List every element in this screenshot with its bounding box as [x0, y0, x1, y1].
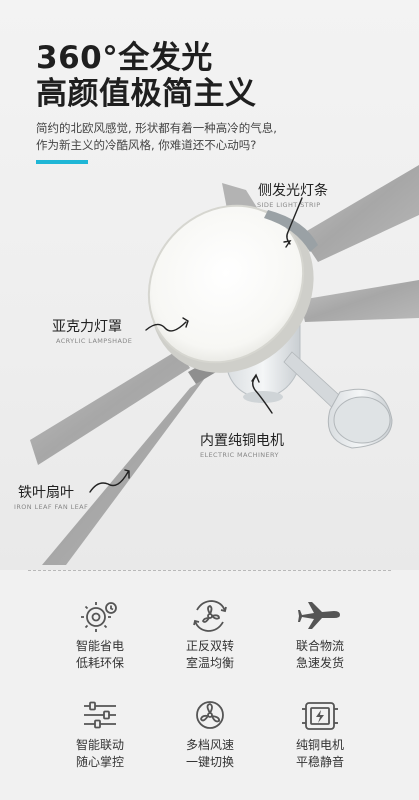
- fan-rotation-icon: [193, 600, 227, 632]
- description-line-1: 简约的北欧风感觉, 形状都有着一种高冷的气息,: [36, 121, 277, 135]
- feature-line-2: 一键切换: [185, 755, 234, 769]
- feature-line-1: 纯铜电机: [295, 738, 344, 752]
- airplane-icon: [298, 602, 340, 629]
- feature-copper-motor: 纯铜电机 平稳静音: [265, 697, 375, 771]
- fan-blade: [42, 378, 205, 565]
- section-divider: [28, 570, 391, 571]
- fan-blade: [300, 165, 419, 262]
- feature-line-1: 智能省电: [75, 639, 124, 653]
- feature-line-1: 多档风速: [185, 738, 234, 752]
- feature-multi-speed: 多档风速 一键切换: [155, 697, 265, 771]
- accent-bar: [36, 160, 88, 164]
- feature-smart-linkage: 智能联动 随心掌控: [45, 697, 155, 771]
- feature-line-1: 智能联动: [75, 738, 124, 752]
- side-light-strip: [264, 210, 318, 252]
- callout-iron-leaf-fan-leaf-en: IRON LEAF FAN LEAF: [14, 503, 89, 511]
- ceiling-fan-illustration: [30, 165, 419, 565]
- headline-line-2: 高颜值极简主义: [36, 76, 257, 112]
- feature-line-2: 低耗环保: [75, 656, 124, 670]
- feature-line-1: 联合物流: [295, 639, 344, 653]
- callout-iron-leaf-fan-leaf: 铁叶扇叶: [18, 485, 74, 501]
- fan-blade: [30, 350, 190, 465]
- feature-energy-saving: 智能省电 低耗环保: [45, 598, 155, 672]
- feature-line-2: 平稳静音: [295, 755, 344, 769]
- callout-electric-machinery-en: ELECTRIC MACHINERY: [200, 451, 279, 459]
- sliders-icon: [84, 701, 116, 729]
- description-line-2: 作为新主义的冷酷风格, 你难道还不心动吗?: [36, 138, 257, 152]
- feature-line-2: 随心掌控: [75, 755, 124, 769]
- feature-fast-delivery: 联合物流 急速发货: [265, 598, 375, 672]
- callout-electric-machinery: 内置纯铜电机: [200, 433, 284, 449]
- downrod: [283, 351, 393, 449]
- callout-side-light-strip: 侧发光灯条: [258, 183, 328, 199]
- fan-speed-icon: [196, 701, 224, 729]
- energy-saving-gear-icon: [81, 602, 117, 632]
- headline-line-1: 360°全发光: [36, 40, 213, 76]
- feature-dual-rotation: 正反双转 室温均衡: [155, 598, 265, 672]
- callout-acrylic-lampshade: 亚克力灯罩: [52, 319, 122, 335]
- product-hero: 360°全发光 高颜值极简主义 简约的北欧风感觉, 形状都有着一种高冷的气息, …: [0, 0, 419, 570]
- feature-line-2: 室温均衡: [185, 656, 234, 670]
- fan-blade: [300, 280, 419, 322]
- copper-motor-icon: [302, 702, 338, 730]
- feature-line-2: 急速发货: [295, 656, 344, 670]
- feature-line-1: 正反双转: [185, 639, 234, 653]
- callout-acrylic-lampshade-en: ACRYLIC LAMPSHADE: [56, 337, 133, 345]
- callout-side-light-strip-en: SIDE LIGHT STRIP: [257, 201, 321, 209]
